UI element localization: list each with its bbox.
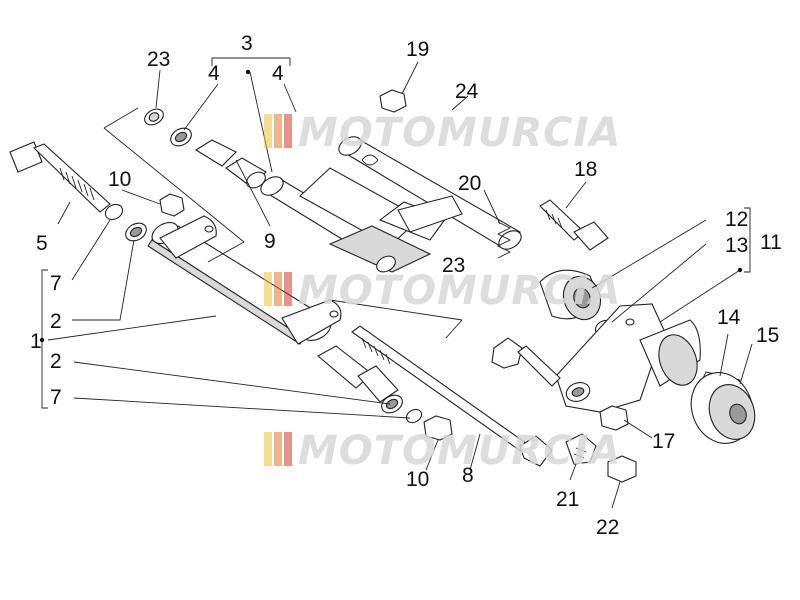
bolt-8 <box>351 325 553 467</box>
watermark-stripe-3 <box>284 432 292 466</box>
callout-2-lower: 2 <box>50 350 62 373</box>
watermark-stripe-2 <box>274 272 282 306</box>
group-dots <box>39 69 743 343</box>
bolt-5 <box>9 141 111 213</box>
bushing-4-left <box>170 127 192 147</box>
spacer-tube-9 <box>194 139 267 189</box>
callout-14: 14 <box>717 306 741 329</box>
watermark-text: MOTOMURCIA <box>298 428 621 474</box>
watermark-stripe-2 <box>274 432 282 466</box>
swing-arm-upper-frame <box>260 136 522 273</box>
watermark-stripe-2 <box>274 114 282 148</box>
callout-2-upper: 2 <box>50 310 62 333</box>
callout-11: 11 <box>760 231 782 254</box>
cover-15 <box>690 372 756 444</box>
callout-10-top: 10 <box>108 168 131 191</box>
watermark-middle: MOTOMURCIA <box>264 268 621 314</box>
callout-18: 18 <box>574 158 597 181</box>
watermark-top: MOTOMURCIA <box>264 110 621 156</box>
bushing-2-lower <box>381 394 403 414</box>
callout-23-middle: 23 <box>442 254 465 277</box>
callout-20: 20 <box>458 172 481 195</box>
callout-22: 22 <box>596 516 619 539</box>
watermark-stripe-3 <box>284 272 292 306</box>
watermark-text: MOTOMURCIA <box>298 110 621 156</box>
watermark-stripe-1 <box>264 432 272 466</box>
nut-10-top <box>159 193 185 217</box>
watermark-text: MOTOMURCIA <box>298 268 621 314</box>
nut-22 <box>607 455 637 483</box>
callout-15: 15 <box>756 324 779 347</box>
callout-3: 3 <box>241 32 253 55</box>
callout-10-bottom: 10 <box>406 468 429 491</box>
callout-23-top: 23 <box>147 48 170 71</box>
callout-21: 21 <box>556 488 579 511</box>
washer-7-lower <box>405 408 423 424</box>
engine-bracket-11 <box>555 303 701 413</box>
callout-17: 17 <box>652 430 675 453</box>
bolt-18 <box>539 199 609 251</box>
leader-lines <box>47 61 753 509</box>
nut-19 <box>379 89 407 113</box>
callout-12: 12 <box>725 208 748 231</box>
fitting-21 <box>565 433 597 465</box>
hex-bolt-middle <box>491 337 561 387</box>
callout-13: 13 <box>725 234 748 257</box>
callout-labels: 23 3 4 4 19 24 10 20 18 5 9 12 13 11 7 2… <box>30 32 782 539</box>
watermark-stripe-3 <box>284 114 292 148</box>
bushing-2-left <box>125 222 147 242</box>
callout-19: 19 <box>406 38 429 61</box>
watermark-stripe-1 <box>264 272 272 306</box>
callout-4-right: 4 <box>272 62 284 85</box>
callout-8: 8 <box>462 464 474 487</box>
callout-7-upper: 7 <box>50 272 62 295</box>
callout-7-lower: 7 <box>50 386 62 409</box>
nut-17 <box>599 405 629 431</box>
watermark-bottom: MOTOMURCIA <box>264 428 621 474</box>
spring-20 <box>496 221 512 259</box>
spacer-tube-lower <box>317 345 399 403</box>
clip-24 <box>361 154 379 166</box>
swing-arm-bracket <box>159 215 342 345</box>
callout-5: 5 <box>36 232 48 255</box>
callout-4-left: 4 <box>208 62 220 85</box>
washer-7-left <box>104 203 124 221</box>
nut-10-bottom <box>423 415 453 441</box>
callout-24: 24 <box>455 80 479 103</box>
silent-block-12 <box>539 269 602 321</box>
exploded-view-lines <box>41 57 751 409</box>
cap-23-top <box>144 108 164 126</box>
callout-1: 1 <box>30 330 42 353</box>
watermark-stripe-1 <box>264 114 272 148</box>
callout-9: 9 <box>264 230 276 253</box>
